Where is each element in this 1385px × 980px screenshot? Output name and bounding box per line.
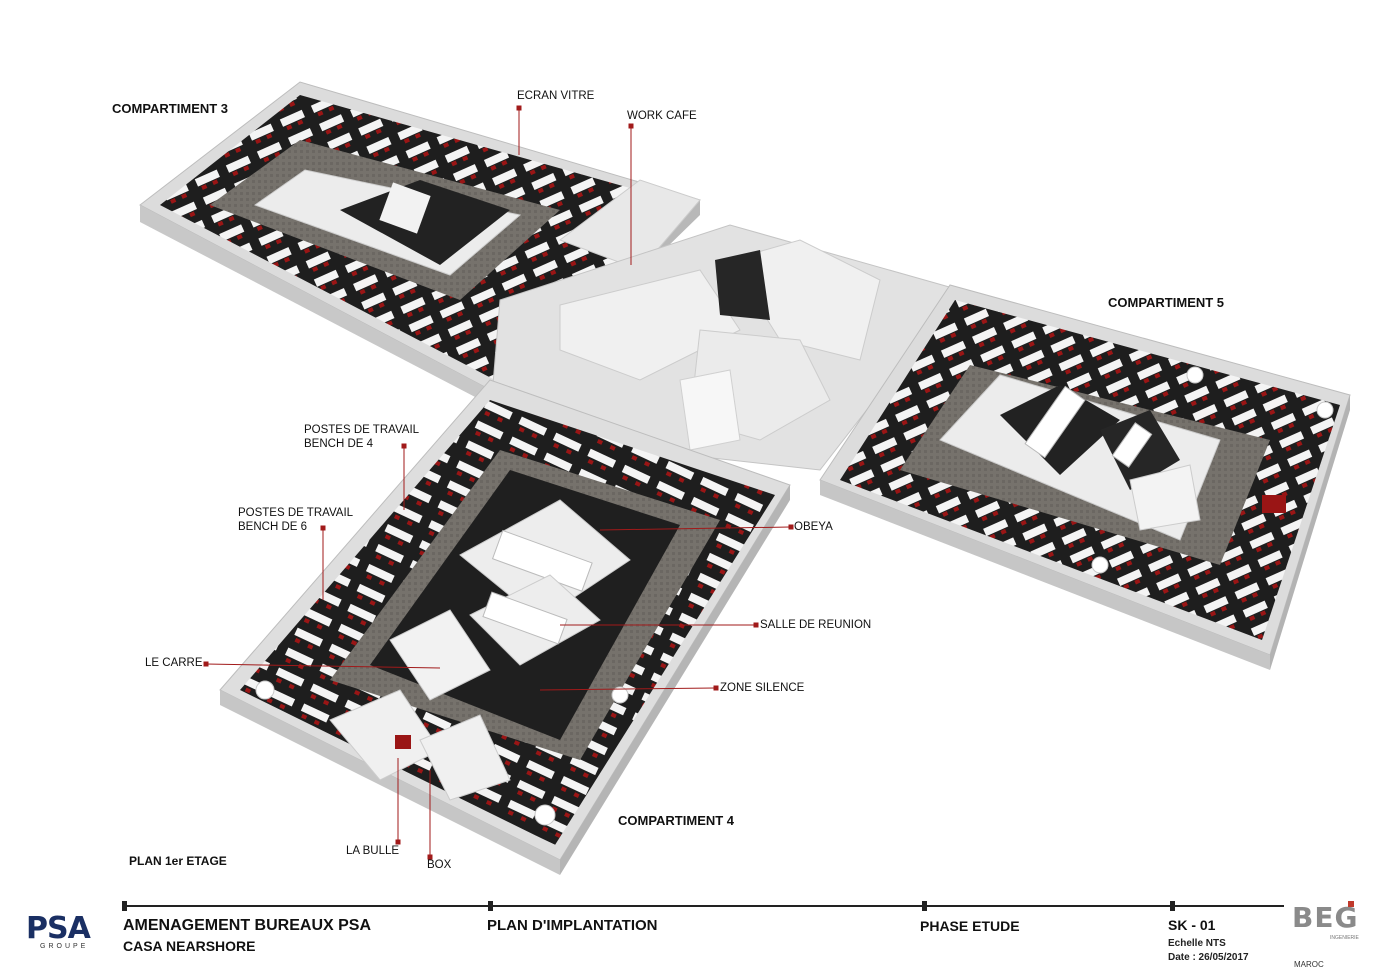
label-zone-silence: ZONE SILENCE: [720, 682, 805, 694]
compartiment-4-block: [219, 379, 791, 875]
title-block-tick: [488, 901, 493, 911]
label-compartiment-4: COMPARTIMENT 4: [618, 813, 735, 828]
label-obeya: OBEYA: [794, 521, 833, 533]
label-la-bulle: LA BULLE: [346, 845, 400, 857]
drawing-title: PLAN D'IMPLANTATION: [487, 917, 658, 934]
central-core-block: [489, 224, 961, 471]
title-block-tick: [1170, 901, 1175, 911]
label-ecran-vitre: ECRAN VITRE: [517, 90, 595, 102]
compartiment-5-block: [819, 284, 1351, 670]
label-postes-bench-6-line1: POSTES DE TRAVAIL: [238, 507, 354, 519]
beg-logo-country: MAROC: [1294, 960, 1324, 969]
beg-logo-subtitle: INGENIERIE: [1330, 935, 1359, 941]
floor-plan-3d: [139, 81, 1351, 875]
project-title: AMENAGEMENT BUREAUX PSA: [123, 917, 372, 934]
scale-label: Echelle NTS: [1168, 938, 1226, 949]
title-block-tick: [922, 901, 927, 911]
beg-logo-accent: [1348, 901, 1354, 907]
leader-lines: [203, 105, 794, 860]
label-compartiment-5: COMPARTIMENT 5: [1108, 295, 1225, 310]
label-compartiment-3: COMPARTIMENT 3: [112, 101, 229, 116]
label-box: BOX: [427, 859, 452, 871]
title-block-rule: [124, 905, 1284, 907]
sheet-number: SK - 01: [1168, 917, 1216, 933]
phase-label: PHASE ETUDE: [920, 918, 1020, 934]
title-block-tick: [122, 901, 127, 911]
label-postes-bench-4: POSTES DE TRAVAIL BENCH DE 4: [304, 423, 419, 451]
plan-level-title: PLAN 1er ETAGE: [129, 854, 227, 868]
beg-logo: BEG: [1292, 901, 1359, 934]
label-salle-de-reunion: SALLE DE REUNION: [760, 619, 872, 631]
label-postes-bench-6-line2: BENCH DE 6: [238, 521, 308, 533]
title-block: PSA GROUPE AMENAGEMENT BUREAUX PSA CASA …: [0, 895, 1385, 980]
label-work-cafe: WORK CAFE: [627, 110, 697, 122]
psa-logo-subtitle: GROUPE: [40, 943, 89, 950]
label-le-carre: LE CARRE: [145, 657, 203, 669]
date-label: Date : 26/05/2017: [1168, 952, 1249, 963]
label-postes-bench-4-line1: POSTES DE TRAVAIL: [304, 424, 420, 436]
project-subtitle: CASA NEARSHORE: [123, 938, 256, 954]
psa-logo: PSA: [26, 911, 91, 946]
label-postes-bench-6: POSTES DE TRAVAIL BENCH DE 6: [238, 506, 353, 534]
label-postes-bench-4-line2: BENCH DE 4: [304, 438, 374, 450]
